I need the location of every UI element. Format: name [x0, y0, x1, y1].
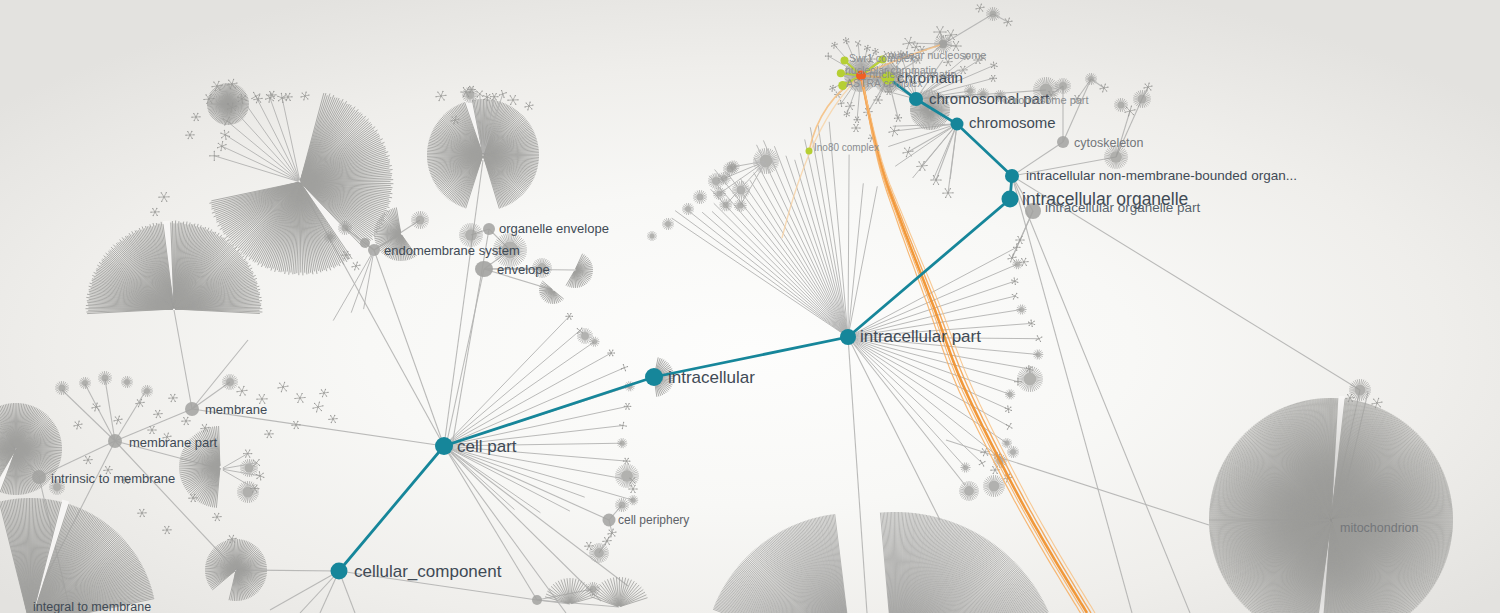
svg-text:cytoskeleton: cytoskeleton	[1074, 136, 1144, 150]
svg-text:intracellular: intracellular	[668, 368, 755, 387]
svg-text:Ino80 complex: Ino80 complex	[814, 142, 879, 153]
svg-text:chromosome part: chromosome part	[1003, 94, 1089, 106]
svg-text:intracellular non-membrane-bou: intracellular non-membrane-bounded organ…	[1026, 168, 1297, 183]
svg-text:cell periphery: cell periphery	[618, 513, 689, 527]
svg-text:integral to membrane: integral to membrane	[33, 600, 151, 613]
svg-text:organelle envelope: organelle envelope	[499, 221, 609, 236]
svg-text:endomembrane system: endomembrane system	[384, 243, 520, 258]
svg-text:intracellular organelle part: intracellular organelle part	[1045, 200, 1201, 215]
svg-text:intracellular part: intracellular part	[860, 327, 981, 346]
svg-text:cellular_component: cellular_component	[354, 562, 502, 581]
svg-text:ASTRA complex: ASTRA complex	[846, 77, 923, 89]
svg-text:membrane: membrane	[205, 402, 267, 417]
svg-text:cell part: cell part	[457, 437, 517, 456]
svg-text:intrinsic to membrane: intrinsic to membrane	[51, 471, 175, 486]
svg-text:envelope: envelope	[497, 262, 550, 277]
svg-text:mitochondrion: mitochondrion	[1340, 521, 1419, 535]
svg-text:nucleolar chromatin: nucleolar chromatin	[845, 64, 937, 76]
svg-text:Swr1 complex: Swr1 complex	[849, 52, 916, 64]
svg-text:chromosome: chromosome	[969, 114, 1056, 131]
svg-text:membrane part: membrane part	[129, 435, 218, 450]
